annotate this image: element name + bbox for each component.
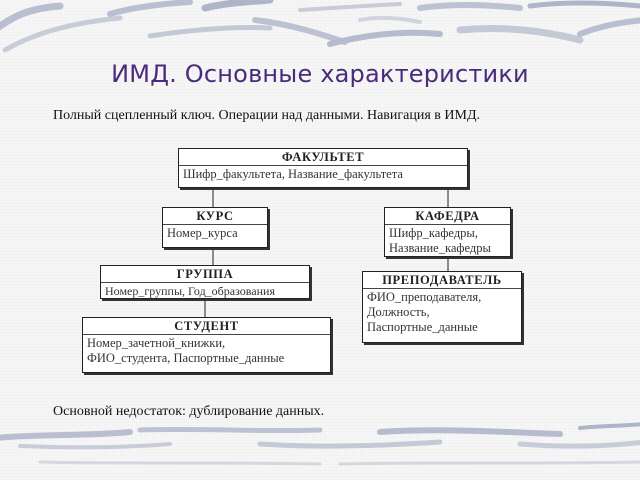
attribute-line: Номер_группы, Год_образования: [105, 284, 275, 298]
entity-name: ПРЕПОДАВАТЕЛЬ: [382, 273, 502, 287]
entity-name: ФАКУЛЬТЕТ: [281, 150, 365, 164]
entity-name: СТУДЕНТ: [174, 319, 239, 333]
slide-title: ИМД. Основные характеристики: [111, 60, 529, 88]
entity-name: ГРУППА: [176, 267, 234, 281]
entity-name: КУРС: [196, 209, 234, 223]
bottom-brush-decoration: [0, 422, 640, 466]
entity-student: СТУДЕНТ Номер_зачетной_книжки, ФИО_студе…: [82, 317, 331, 373]
entity-group: ГРУППА Номер_группы, Год_образования: [100, 265, 310, 299]
entity-faculty: ФАКУЛЬТЕТ Шифр_факультета, Название_факу…: [178, 148, 468, 188]
attribute-line: Номер_курса: [167, 226, 238, 240]
attribute-line: Название_кафедры: [389, 241, 491, 255]
entity-attributes: Шифр_кафедры, Название_кафедры: [385, 224, 510, 258]
entity-course: КУРС Номер_курса: [162, 207, 268, 248]
slide-footer: Основной недостаток: дублирование данных…: [53, 404, 325, 419]
entity-attributes: Номер_группы, Год_образования: [101, 282, 309, 301]
entity-department: КАФЕДРА Шифр_кафедры, Название_кафедры: [384, 207, 511, 257]
slide-subtitle: Полный сцепленный ключ. Операции над дан…: [53, 108, 480, 123]
attribute-line: ФИО_преподавателя,: [367, 290, 482, 304]
entity-teacher: ПРЕПОДАВАТЕЛЬ ФИО_преподавателя, Должнос…: [362, 271, 522, 343]
attribute-line: Шифр_кафедры,: [389, 226, 478, 240]
entity-attributes: Шифр_факультета, Название_факультета: [179, 165, 467, 184]
entity-attributes: Номер_курса: [163, 224, 267, 243]
attribute-line: Должность,: [367, 305, 430, 319]
attribute-line: Шифр_факультета, Название_факультета: [183, 167, 403, 181]
entity-attributes: ФИО_преподавателя, Должность, Паспортные…: [363, 288, 521, 337]
attribute-line: Номер_зачетной_книжки,: [87, 336, 226, 350]
entity-attributes: Номер_зачетной_книжки, ФИО_студента, Пас…: [83, 334, 330, 368]
attribute-line: Паспортные_данные: [367, 320, 478, 334]
entity-name: КАФЕДРА: [415, 209, 480, 223]
top-brush-decoration: [0, 0, 640, 53]
attribute-line: ФИО_студента, Паспортные_данные: [87, 351, 285, 365]
